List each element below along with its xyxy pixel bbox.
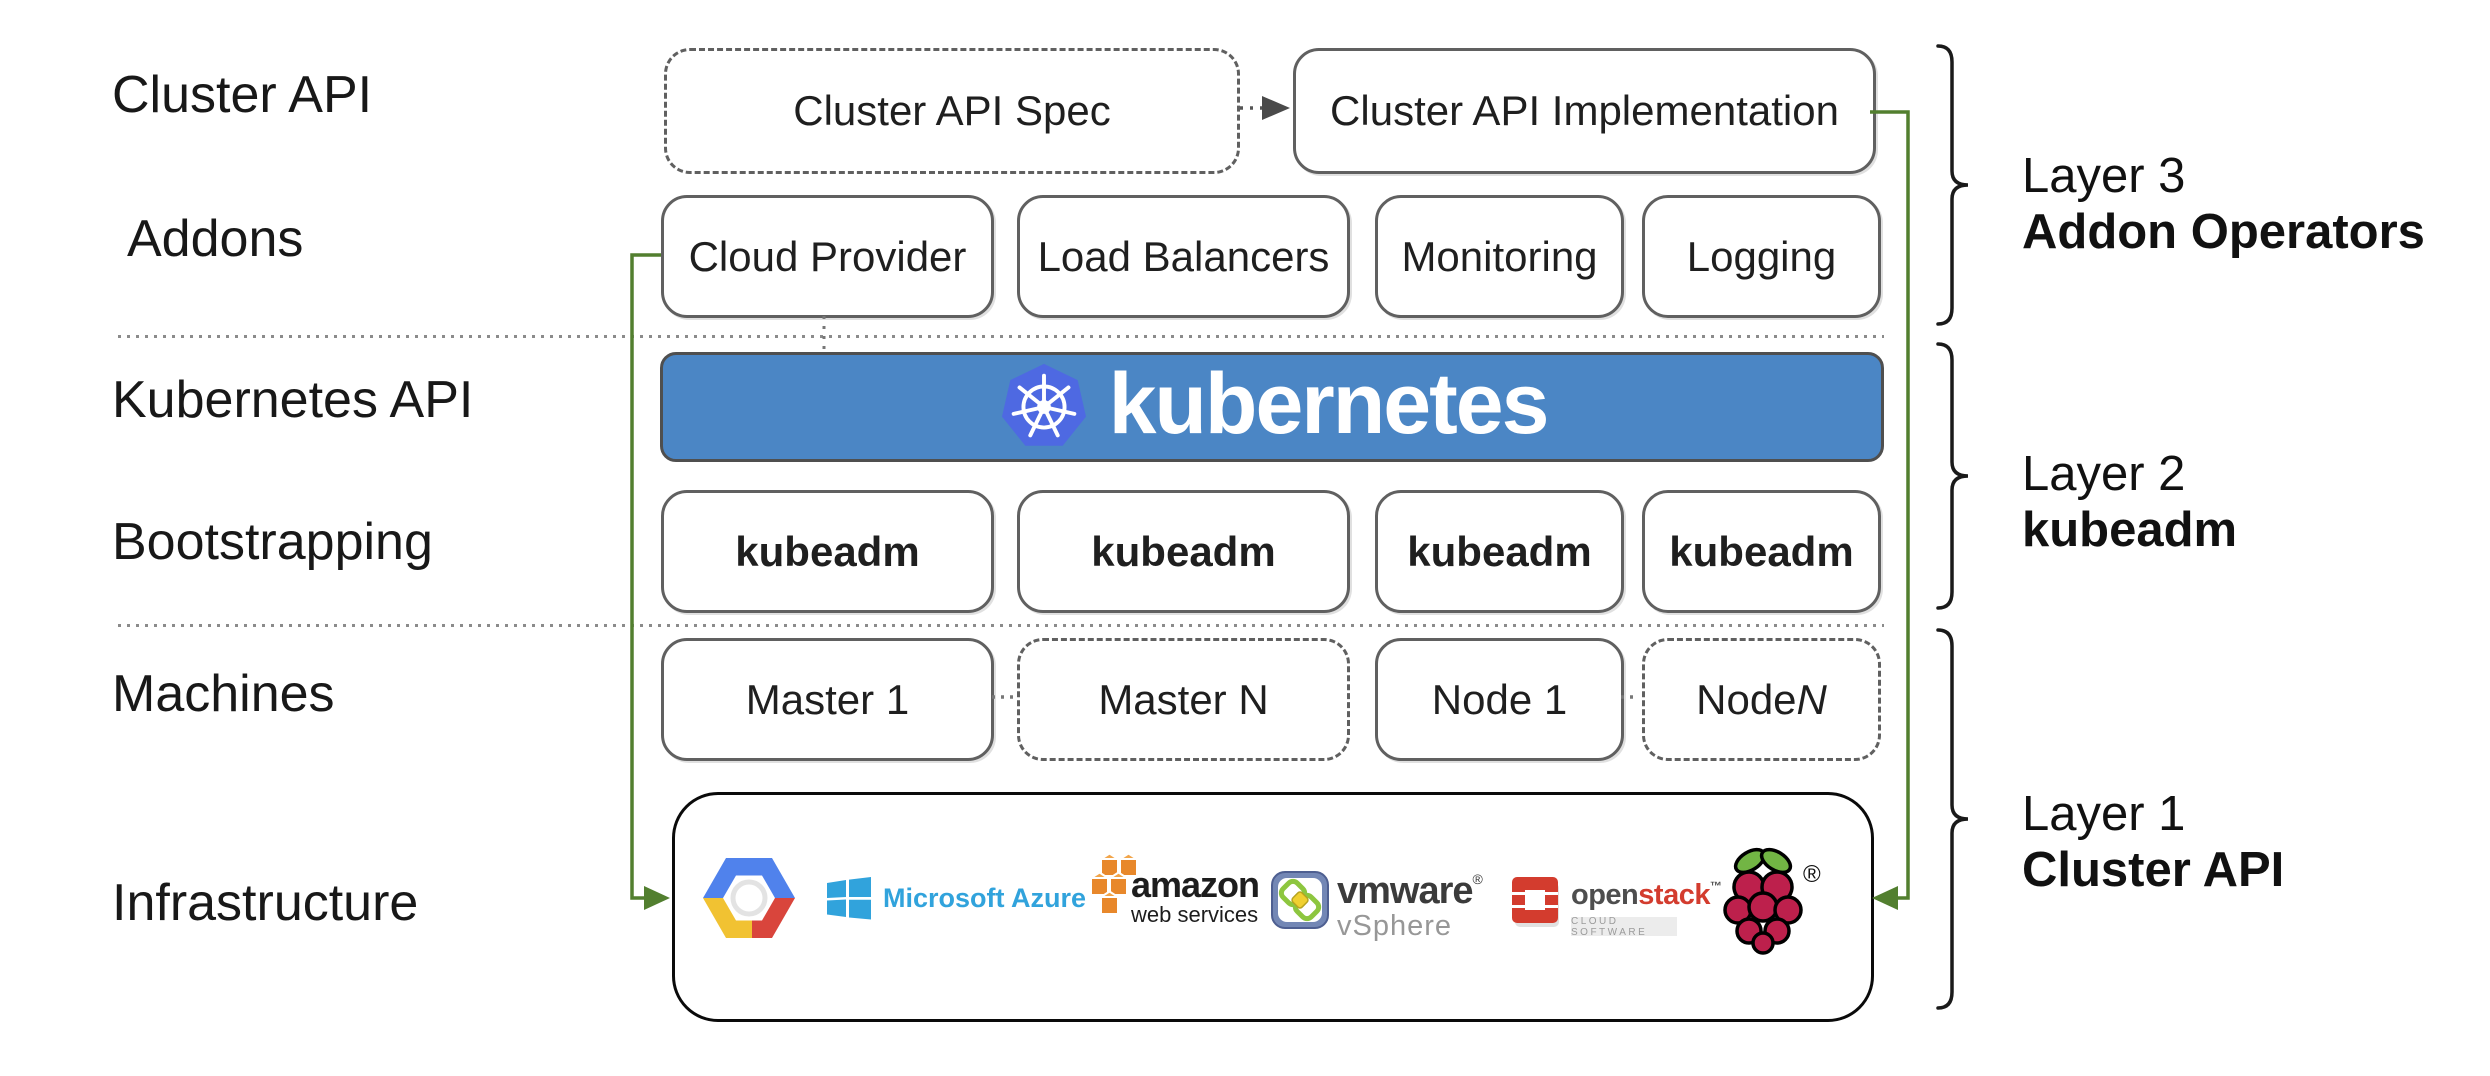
- aws-boxes-icon: [1087, 852, 1141, 915]
- machine-box-node-n-suffix: N: [1796, 675, 1827, 723]
- row-label-kubernetes-api: Kubernetes API: [112, 371, 474, 429]
- kubeadm-box-1: kubeadm: [661, 490, 994, 613]
- openstack-logo: openstack™ CLOUD SOFTWARE: [1509, 873, 1722, 938]
- openstack-icon: [1512, 877, 1559, 927]
- machine-box-node-n-prefix: Node: [1696, 675, 1797, 723]
- kubernetes-logo-icon: [1001, 363, 1086, 446]
- vmware-registered-mark: ®: [1472, 871, 1483, 887]
- row-label-cluster-api: Cluster API: [112, 66, 373, 124]
- layer-3-brace: [1936, 44, 1969, 326]
- openstack-cloud-software-bar: CLOUD SOFTWARE: [1571, 915, 1677, 938]
- kubeadm-box-3: kubeadm: [1375, 490, 1624, 613]
- layer-2-label: Layer 2 kubeadm: [2022, 446, 2237, 558]
- aws-logo-amazon: amazon: [1131, 864, 1260, 905]
- layer-2-title: Layer 2: [2022, 447, 2186, 501]
- azure-logo-text: Microsoft Azure: [883, 882, 1087, 913]
- addon-box-monitoring: Monitoring: [1375, 195, 1624, 318]
- layer-1-subtitle: Cluster API: [2022, 843, 2285, 897]
- row-label-machines: Machines: [112, 665, 335, 723]
- addon-box-cloud-provider: Cloud Provider: [661, 195, 994, 318]
- layer-1-label: Layer 1 Cluster API: [2022, 786, 2284, 898]
- row-label-infrastructure: Infrastructure: [112, 874, 419, 932]
- section-divider-bottom: [118, 624, 1884, 627]
- aws-logo-web-services: web services: [1131, 902, 1259, 927]
- addon-box-load-balancers: Load Balancers: [1017, 195, 1350, 318]
- vmware-vsphere-logo: vmware® vSphere: [1271, 871, 1483, 941]
- kubeadm-box-4: kubeadm: [1642, 490, 1881, 613]
- layer-2-subtitle: kubeadm: [2022, 503, 2238, 557]
- row-label-addons: Addons: [127, 210, 304, 268]
- raspberry-pi-icon: [1723, 847, 1803, 955]
- openstack-logo-stack: stack: [1638, 879, 1710, 911]
- machine-box-node-n: Node N: [1642, 638, 1881, 761]
- raspberry-pi-logo: ®: [1721, 839, 1821, 964]
- kubeadm-box-2: kubeadm: [1017, 490, 1350, 613]
- kubernetes-banner-text: kubernetes: [1108, 356, 1550, 452]
- openstack-trademark: ™: [1709, 879, 1722, 893]
- machine-box-node-1: Node 1: [1375, 638, 1624, 761]
- infrastructure-box: Microsoft Azure amazon web services: [672, 792, 1874, 1022]
- layer-1-brace: [1936, 628, 1969, 1010]
- addon-box-logging: Logging: [1642, 195, 1881, 318]
- machine-box-master-n: Master N: [1017, 638, 1350, 761]
- layer-2-brace: [1936, 342, 1969, 610]
- vsphere-icon: [1271, 871, 1329, 929]
- openstack-cloud-software-text: CLOUD SOFTWARE: [1571, 915, 1648, 938]
- layer-1-title: Layer 1: [2022, 787, 2186, 841]
- layer-3-subtitle: Addon Operators: [2022, 205, 2425, 259]
- google-cloud-logo: [703, 858, 795, 938]
- raspberry-pi-registered-mark: ®: [1803, 861, 1821, 888]
- windows-flag-icon: [827, 877, 871, 920]
- vmware-logo-text: vmware® vSphere: [1337, 871, 1483, 941]
- vmware-logo-vsphere: vSphere: [1337, 910, 1453, 942]
- layer-3-title: Layer 3: [2022, 149, 2186, 203]
- aws-logo-text: amazon web services: [1131, 864, 1260, 927]
- section-divider-top: [118, 335, 1884, 338]
- spec-to-impl-arrow: [1240, 96, 1290, 120]
- openstack-logo-text: openstack™: [1571, 879, 1722, 912]
- row-label-bootstrapping: Bootstrapping: [112, 513, 433, 571]
- microsoft-azure-logo: Microsoft Azure: [825, 875, 1086, 921]
- vmware-logo-vmware: vmware: [1337, 870, 1474, 912]
- cluster-api-implementation-box: Cluster API Implementation: [1293, 48, 1876, 174]
- layer-3-label: Layer 3 Addon Operators: [2022, 148, 2425, 260]
- openstack-logo-open: open: [1571, 879, 1639, 911]
- machine-box-master-1: Master 1: [661, 638, 994, 761]
- aws-logo: amazon web services: [1087, 851, 1260, 928]
- cluster-api-spec-box: Cluster API Spec: [664, 48, 1240, 174]
- kubernetes-banner: kubernetes: [660, 352, 1884, 462]
